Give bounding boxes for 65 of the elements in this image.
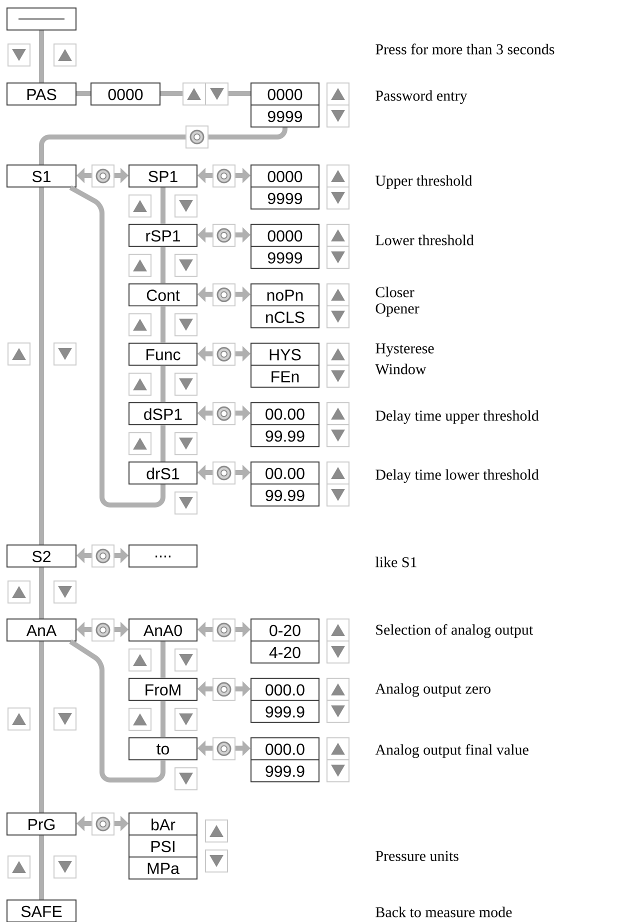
description-text: Delay time lower threshold [376,469,539,483]
connector [198,740,250,756]
description-text: Lower threshold [376,234,474,246]
connector [160,91,182,96]
display-box: Cont [128,283,198,306]
connector [198,227,250,243]
value-display: 0000 9999 [250,164,320,210]
description-text: Closer [376,286,414,298]
display-box: PAS [6,82,76,106]
display-box: .... [128,544,198,568]
description-text: Window [375,364,426,374]
description-text: Pressure units [376,850,458,862]
value-display: 000.0 999.9 [250,737,320,782]
display-box: Func [128,342,198,366]
description-text: Opener [376,303,420,317]
value-display: bAr PSI MPa [128,812,198,880]
display-box: dSP1 [128,402,198,426]
connector [39,188,44,544]
value-display: 00.00 99.99 [250,462,320,506]
description-text: Press for more than 3 seconds [376,44,554,54]
connector [39,126,288,164]
display-box: FroM [128,678,198,701]
value-display: 000.0 999.9 [250,678,320,723]
display-box: SAFE [6,900,76,922]
connector [76,816,128,832]
connector [198,464,250,480]
display-box: to [128,737,198,760]
connector [76,622,128,638]
description-text: Selection of analog output [376,624,533,638]
display-box: drS1 [128,462,198,484]
description-text: Delay time upper threshold [376,410,539,424]
description-text: Password entry [376,90,468,104]
value-display: 0-20 4-20 [250,618,320,664]
connector [198,681,250,697]
display-box: AnA0 [128,618,198,642]
value-display: noPn nCLS [250,283,320,328]
connector [198,346,250,362]
value-display: 00.00 99.99 [250,402,320,448]
connector [228,91,250,96]
connector [198,286,250,302]
connector [76,168,128,184]
display-box [6,8,76,31]
value-display: 0000 9999 [250,224,320,269]
description-text: like S1 [376,556,416,568]
up-down-button-icon [182,82,228,106]
display-box: 0000 [90,82,160,106]
display-box: S2 [6,544,76,568]
description-text: Hysterese [376,343,434,357]
value-display: 0000 9999 [250,82,320,128]
value-display: HYS FEn [250,342,320,388]
description-text: Back to measure mode [376,906,512,918]
description-text: Analog output zero [375,683,490,697]
display-box: SP1 [128,164,198,188]
description-text: Analog output final value [375,744,528,758]
description-text: Upper threshold [376,175,472,189]
display-box: AnA [6,618,76,642]
display-box: PrG [6,812,76,836]
connector [198,622,250,638]
display-box: S1 [6,164,76,188]
connector [39,642,44,812]
connector [76,548,128,564]
connector [76,91,90,96]
connector [198,405,250,421]
connector [198,168,250,184]
display-box: rSP1 [128,224,198,247]
